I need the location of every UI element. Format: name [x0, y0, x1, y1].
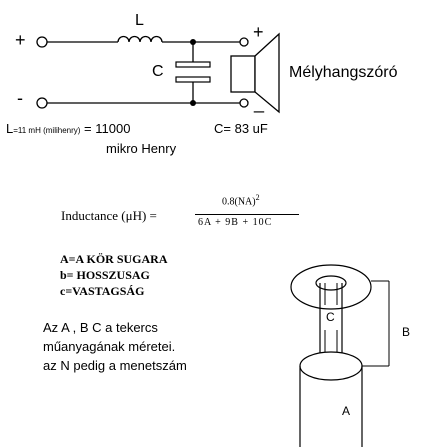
- formula-denominator: 6A + 9B + 10C: [198, 217, 273, 228]
- speaker-magnet: [230, 55, 256, 93]
- note-line-3: az N pedig a menetszám: [43, 358, 187, 373]
- inductance-subscript: =11 mH (milihenry): [13, 126, 81, 135]
- speaker-cone: [254, 32, 280, 114]
- legend-c: c=VASTAGSÁG: [60, 284, 145, 298]
- capacitor-label: C: [152, 63, 164, 80]
- coil-label-c: C: [326, 310, 335, 324]
- capacitance-value: C= 83 uF: [214, 121, 268, 136]
- legend-b: b= HOSSZUSAG: [60, 268, 150, 282]
- speaker-minus-label: _: [254, 93, 265, 113]
- formula-exponent: 2: [255, 193, 260, 202]
- plus-terminal: [36, 36, 48, 48]
- legend-a: A=A KÖR SUGARA: [60, 252, 168, 266]
- plus-terminal-label: +: [15, 30, 26, 50]
- speaker-name: Mélyhangszóró: [289, 64, 398, 81]
- minus-terminal-label: -: [17, 88, 23, 108]
- inductor-coil: [117, 35, 163, 43]
- speaker-minus-terminal: [239, 98, 249, 108]
- capacitor-plate-top: [175, 61, 211, 68]
- capacitor-plate-bottom: [175, 76, 211, 83]
- formula-numerator: 0.8(NA)2: [222, 193, 260, 207]
- inductance-unit: mikro Henry: [106, 141, 177, 156]
- fraction-bar: [195, 214, 299, 215]
- inductance-value: L=11 mH (milihenry) = 11000: [6, 121, 130, 136]
- note-line-1: Az A , B C a tekercs: [43, 320, 158, 335]
- inductance-prefix: L: [6, 121, 14, 136]
- formula-lhs: Inductance (μH) =: [61, 208, 157, 223]
- inductor-label: L: [135, 12, 144, 29]
- speaker-plus-terminal: [239, 37, 249, 47]
- speaker-plus-label: +: [253, 22, 264, 42]
- coil-label-b: B: [402, 325, 411, 339]
- inductance-equals: = 11000: [80, 121, 131, 136]
- formula-numerator-base: 0.8(NA): [222, 196, 256, 208]
- minus-terminal: [36, 97, 48, 109]
- coil-label-a: A: [342, 404, 351, 418]
- coil-former-diagram: [290, 264, 390, 447]
- note-line-2: műanyagának méretei.: [43, 339, 176, 354]
